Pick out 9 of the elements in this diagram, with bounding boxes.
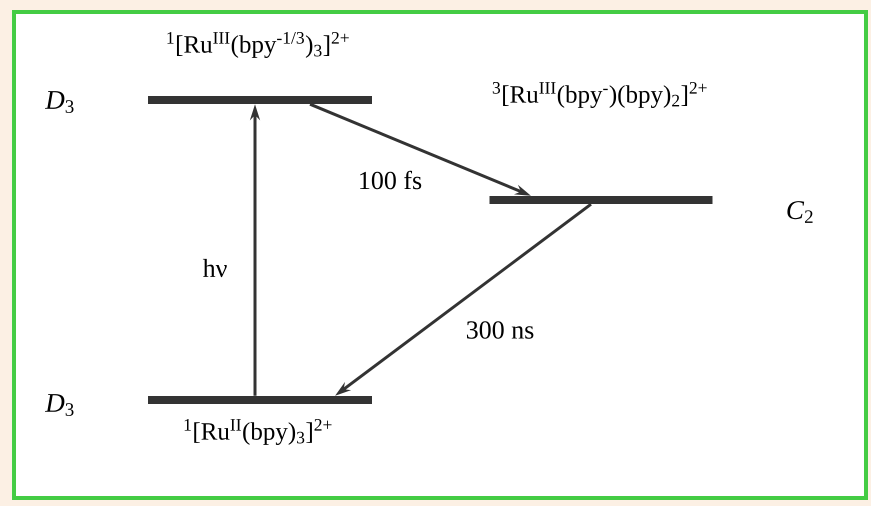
symmetry-label: D$_{3}$ — [45, 91, 74, 113]
state-label: $^{3}$[Ru$^{III}$(bpy$^{-}$)(bpy)$_{2}$]$^{2+}$ — [492, 82, 707, 108]
symmetry-label: C$_{2}$ — [787, 201, 813, 223]
edge-label: 300 ns — [464, 319, 536, 341]
state-label: $^{1}$[Ru$^{II}$(bpy)$_{3}$]$^{2+}$ — [184, 418, 332, 445]
symmetry-label: D$_{3}$ — [45, 394, 74, 416]
edge-label: hν — [200, 256, 230, 280]
state-label: $^{1}$[Ru$^{III}$(bpy$^{-1/3}$)$_{3}$]$^{2+}$ — [167, 32, 349, 58]
edge-label: 100 fs — [356, 168, 424, 192]
